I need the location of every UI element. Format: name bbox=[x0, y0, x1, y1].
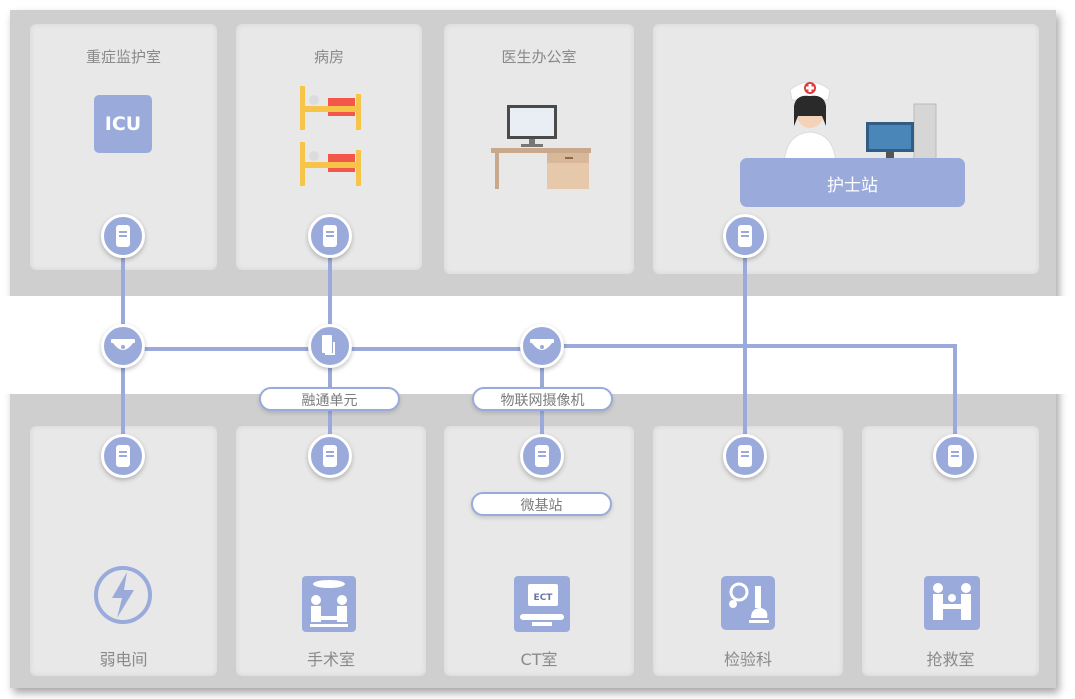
tag-micro-station: 微基站 bbox=[471, 492, 612, 516]
link-iot-emergency bbox=[542, 344, 957, 456]
tag-iot-camera: 物联网摄像机 bbox=[472, 387, 613, 411]
tag-fusion-unit: 融通单元 bbox=[259, 387, 400, 411]
access-point-ct[interactable] bbox=[520, 434, 564, 478]
access-point-icon bbox=[323, 225, 337, 247]
nurse-station-panel: 护士站 bbox=[740, 158, 965, 207]
room-label-emergency: 抢救室 bbox=[926, 650, 975, 669]
room-label-operating: 手术室 bbox=[306, 650, 355, 669]
ct-screen-text: ECT bbox=[533, 593, 553, 603]
access-point-power[interactable] bbox=[101, 434, 145, 478]
bed-icon bbox=[300, 86, 361, 186]
access-point-lab[interactable] bbox=[723, 434, 767, 478]
microscope-icon bbox=[721, 576, 775, 630]
room-label-ct: CT室 bbox=[520, 650, 558, 669]
monitor-icon bbox=[866, 103, 937, 161]
surgery-icon bbox=[302, 576, 356, 632]
access-point-icon bbox=[535, 445, 549, 467]
lightning-icon bbox=[94, 566, 152, 624]
room-emergency: 抢救室 bbox=[862, 426, 1039, 676]
fusion-unit-node[interactable] bbox=[308, 324, 352, 368]
computer-desk-icon bbox=[491, 105, 591, 189]
camera-corridor-left[interactable] bbox=[101, 324, 145, 368]
ct-scanner-icon: ECT bbox=[514, 576, 570, 632]
room-title-doctor-office: 医生办公室 bbox=[501, 48, 577, 66]
access-point-nurse[interactable] bbox=[723, 214, 767, 258]
iot-camera-node[interactable] bbox=[520, 324, 564, 368]
rescue-icon bbox=[924, 576, 980, 630]
access-point-icu[interactable] bbox=[101, 214, 145, 258]
access-point-icon bbox=[738, 445, 752, 467]
access-point-ward[interactable] bbox=[308, 214, 352, 258]
room-doctor-office: 医生办公室 bbox=[444, 24, 634, 274]
ct-screen: ECT bbox=[528, 584, 558, 606]
access-point-icon bbox=[738, 225, 752, 247]
camera-icon bbox=[111, 339, 135, 350]
room-nurse-station bbox=[653, 24, 1039, 274]
access-point-icon bbox=[116, 225, 130, 247]
icu-badge-text: ICU bbox=[104, 113, 142, 135]
camera-icon bbox=[530, 339, 554, 350]
room-title-icu: 重症监护室 bbox=[85, 48, 161, 66]
fusion-unit-icon bbox=[322, 335, 335, 355]
room-label-lab: 检验科 bbox=[723, 650, 772, 669]
access-point-icon bbox=[323, 445, 337, 467]
room-label-power: 弱电间 bbox=[99, 650, 148, 669]
access-point-icon bbox=[948, 445, 962, 467]
ct-bed bbox=[520, 614, 564, 620]
access-point-operating[interactable] bbox=[308, 434, 352, 478]
room-title-ward: 病房 bbox=[313, 48, 344, 66]
access-point-icon bbox=[116, 445, 130, 467]
room-ward: 病房 bbox=[236, 24, 422, 270]
access-point-emergency[interactable] bbox=[933, 434, 977, 478]
icu-badge-icon: ICU bbox=[94, 95, 152, 153]
ct-base bbox=[532, 622, 552, 626]
